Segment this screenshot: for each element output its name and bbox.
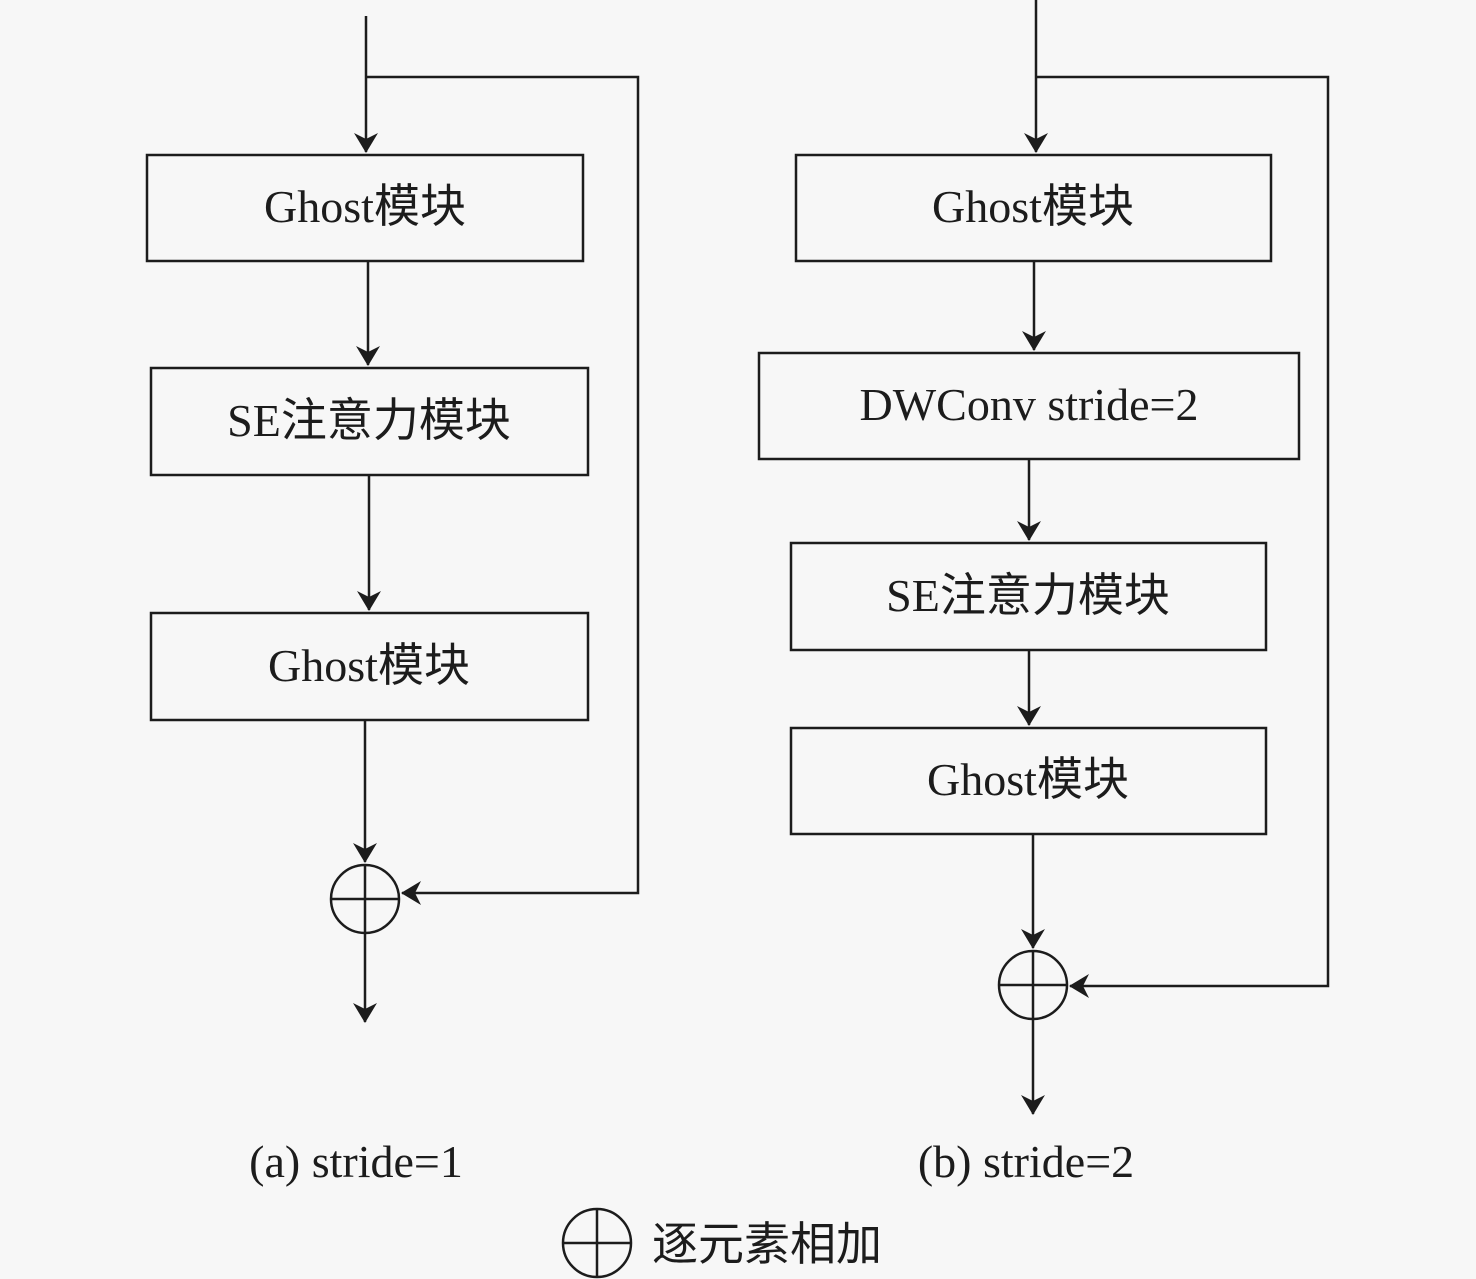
skip-connection-b (1036, 75, 1330, 998)
skip-connection-a (366, 75, 640, 905)
block-a-ghost-2: Ghost模块 (149, 611, 590, 722)
block-label: SE注意力模块 (227, 395, 511, 446)
block-b-dwconv: DWConv stride=2 (757, 351, 1301, 461)
legend: 逐元素相加 (561, 1207, 882, 1279)
block-b-se-attention: SE注意力模块 (789, 541, 1268, 652)
block-b-ghost-2: Ghost模块 (789, 726, 1268, 836)
circle-plus-icon (561, 1207, 633, 1279)
panel-a: Ghost模块 SE注意力模块 Ghost模块 (a) stride=1 (145, 16, 640, 1187)
block-label: Ghost模块 (932, 181, 1134, 232)
block-label: Ghost模块 (268, 640, 470, 691)
block-a-ghost-1: Ghost模块 (145, 153, 585, 263)
block-label: Ghost模块 (927, 754, 1129, 805)
block-b-ghost-1: Ghost模块 (794, 153, 1273, 263)
caption-b: (b) stride=2 (918, 1136, 1134, 1187)
block-label: DWConv stride=2 (860, 379, 1199, 430)
legend-label: 逐元素相加 (652, 1219, 882, 1270)
block-label: Ghost模块 (264, 181, 466, 232)
panel-b: Ghost模块 DWConv stride=2 SE注意力模块 Ghost模块 … (757, 0, 1330, 1187)
block-a-se-attention: SE注意力模块 (149, 366, 590, 477)
caption-a: (a) stride=1 (249, 1136, 463, 1187)
block-label: SE注意力模块 (886, 570, 1170, 621)
add-operator-a (329, 863, 401, 935)
add-operator-b (997, 949, 1069, 1021)
